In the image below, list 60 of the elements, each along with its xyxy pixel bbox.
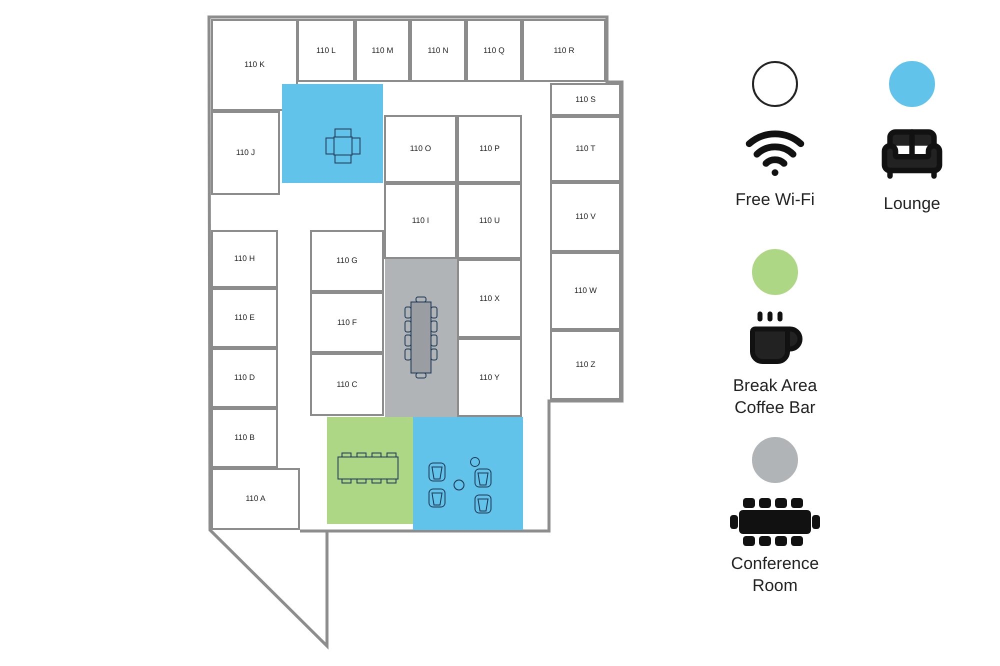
room-number: 110 V	[575, 211, 596, 223]
room-number: 110 Q	[483, 44, 505, 56]
room-number: 110 K	[244, 59, 265, 71]
room-number: 110 P	[479, 143, 500, 155]
room	[211, 348, 278, 408]
room-number: 110 C	[336, 378, 358, 390]
room-number: 110 B	[234, 432, 255, 444]
room	[297, 19, 355, 82]
room-number: 110 A	[246, 493, 266, 505]
room-number: 110 T	[576, 143, 596, 155]
room	[211, 408, 278, 468]
room	[384, 183, 457, 259]
legend-label: Break Area Coffee Bar	[732, 375, 818, 419]
room	[310, 230, 384, 292]
room	[211, 111, 280, 195]
room	[457, 259, 522, 338]
room-number: 110 F	[337, 316, 357, 328]
room-number: 110 W	[574, 285, 597, 297]
room	[457, 338, 522, 417]
room	[310, 292, 384, 353]
room	[355, 19, 410, 82]
room-number: 110 N	[428, 44, 448, 56]
room-number: 110 D	[234, 372, 255, 384]
room-number: 110 J	[236, 147, 255, 159]
break-area	[327, 417, 413, 524]
room	[410, 19, 466, 82]
room	[310, 353, 384, 416]
room-number: 110 S	[575, 94, 596, 106]
room-number: 110 O	[410, 143, 432, 155]
lounge-area	[413, 417, 523, 530]
room	[211, 468, 300, 530]
legend-label: Conference Room	[730, 553, 820, 597]
lounge-area	[282, 84, 383, 183]
room-number: 110 Y	[479, 372, 500, 384]
legend-label: Lounge	[882, 193, 942, 215]
room-number: 110 M	[372, 44, 394, 56]
room-number: 110 X	[479, 292, 500, 304]
room	[466, 19, 522, 82]
room-number: 110 L	[316, 44, 336, 56]
room	[457, 183, 522, 259]
room-number: 110 Z	[576, 359, 596, 371]
room	[211, 19, 298, 111]
room-number: 110 E	[234, 312, 255, 324]
room	[550, 182, 621, 252]
room-number: 110 U	[479, 215, 500, 227]
room	[550, 330, 621, 400]
room-number: 110 R	[554, 44, 574, 56]
room	[211, 288, 278, 348]
room	[550, 252, 621, 330]
room-number: 110 G	[336, 255, 358, 267]
room	[550, 83, 621, 116]
room-number: 110 H	[234, 253, 255, 265]
room	[384, 115, 457, 183]
room	[522, 19, 606, 82]
room	[211, 230, 278, 288]
conference-room-area	[385, 259, 457, 417]
legend-label: Free Wi-Fi	[734, 189, 816, 211]
room	[457, 115, 522, 183]
room-number: 110 I	[412, 215, 430, 227]
room	[550, 116, 621, 182]
